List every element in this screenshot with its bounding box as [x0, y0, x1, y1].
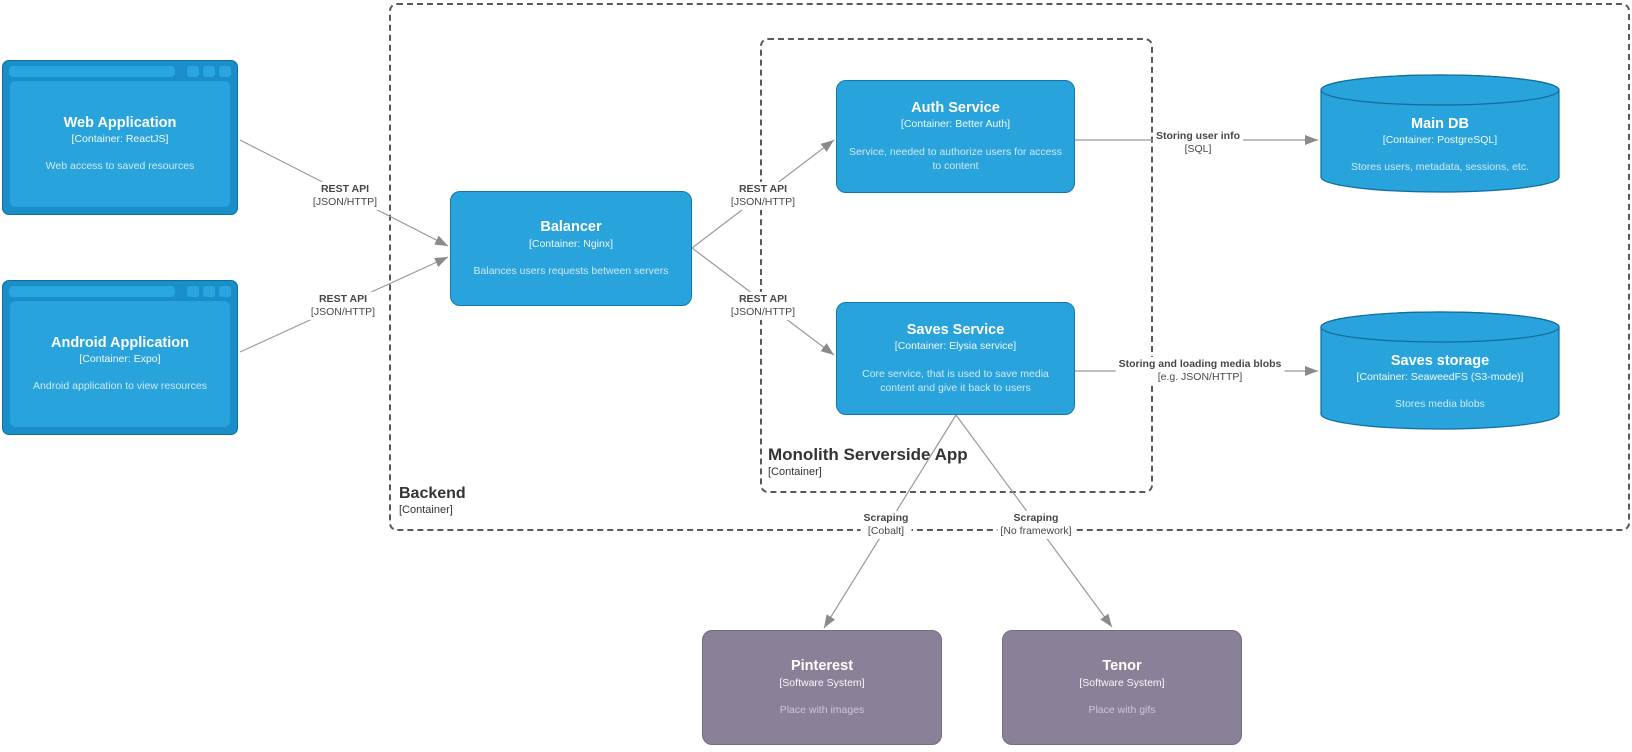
node-tenor[interactable]: Tenor [Software System] Place with gifs	[1002, 630, 1242, 745]
boundary-monolith-label: Monolith Serverside App [Container]	[768, 445, 968, 479]
edge-label-saves-to-tenor: Scraping [No framework]	[997, 510, 1075, 540]
edge-label-text: Scraping	[863, 511, 909, 524]
boundary-backend-subtitle: [Container]	[399, 504, 453, 517]
node-title: Web Application	[63, 114, 177, 131]
node-title: Balancer	[540, 219, 602, 236]
node-description: Place with gifs	[1088, 703, 1156, 716]
node-description: Web access to saved resources	[45, 160, 195, 173]
edge-sublabel-text: [e.g. JSON/HTTP]	[1157, 371, 1243, 383]
node-subtitle: [Container: Nginx]	[528, 237, 614, 250]
edge-sublabel-text: [JSON/HTTP]	[730, 306, 796, 318]
window-button-icon	[187, 65, 199, 77]
node-web-application[interactable]: Web Application [Container: ReactJS] Web…	[2, 60, 238, 215]
node-title: Main DB	[1411, 115, 1469, 132]
node-title: Pinterest	[790, 658, 854, 675]
boundary-monolith-title: Monolith Serverside App	[768, 445, 968, 464]
node-description: Android application to view resources	[33, 380, 207, 393]
edge-label-saves-to-storage: Storing and loading media blobs [e.g. JS…	[1115, 356, 1285, 386]
edge-label-text: REST API	[320, 182, 370, 195]
edge-sublabel-text: [JSON/HTTP]	[312, 196, 378, 208]
edge-label-saves-to-pinterest: Scraping [Cobalt]	[860, 510, 912, 540]
node-pinterest[interactable]: Pinterest [Software System] Place with i…	[702, 630, 942, 745]
cylinder-shape	[1320, 74, 1560, 193]
edge-sublabel-text: [JSON/HTTP]	[310, 306, 376, 318]
browser-addressbar	[9, 65, 175, 77]
window-button-icon	[219, 65, 231, 77]
node-description: Core service, that is used to save media…	[862, 367, 1049, 394]
browser-titlebar	[3, 61, 237, 81]
edge-label-text: Scraping	[1013, 511, 1059, 524]
edge-label-balancer-to-auth: REST API [JSON/HTTP]	[727, 181, 799, 211]
node-description: Balances users requests between servers	[473, 264, 669, 277]
edge-sublabel-text: [No framework]	[1000, 525, 1072, 537]
browser-panel: Android Application [Container: Expo] An…	[10, 301, 230, 427]
node-subtitle: [Container: ReactJS]	[71, 133, 169, 146]
cylinder-shape	[1320, 311, 1560, 430]
node-saves-service[interactable]: Saves Service [Container: Elysia service…	[836, 302, 1075, 415]
node-android-application[interactable]: Android Application [Container: Expo] An…	[2, 280, 238, 435]
edge-label-android-to-balancer: REST API [JSON/HTTP]	[307, 291, 379, 321]
edge-label-text: REST API	[738, 182, 788, 195]
window-button-icon	[219, 285, 231, 297]
node-description: Stores media blobs	[1395, 398, 1485, 411]
window-button-icon	[187, 285, 199, 297]
edge-label-auth-to-maindb: Storing user info [SQL]	[1153, 128, 1243, 158]
edge-sublabel-text: [SQL]	[1184, 143, 1212, 155]
boundary-backend-label: Backend [Container]	[399, 485, 466, 518]
node-subtitle: [Container: Elysia service]	[894, 340, 1017, 353]
node-description: Service, needed to authorize users for a…	[848, 145, 1063, 172]
node-description: Place with images	[779, 703, 865, 716]
node-subtitle: [Container: Better Auth]	[900, 118, 1011, 131]
boundary-monolith-subtitle: [Container]	[768, 465, 822, 478]
edge-sublabel-text: [Cobalt]	[867, 525, 905, 537]
window-button-icon	[203, 285, 215, 297]
edge-label-text: Storing and loading media blobs	[1118, 357, 1282, 370]
node-title: Saves Service	[906, 322, 1005, 339]
node-title: Tenor	[1102, 658, 1142, 675]
browser-addressbar	[9, 285, 175, 297]
edge-label-balancer-to-saves: REST API [JSON/HTTP]	[727, 291, 799, 321]
node-subtitle: [Software System]	[779, 676, 865, 689]
node-description: Stores users, metadata, sessions, etc.	[1351, 161, 1529, 174]
node-subtitle: [Container: Expo]	[79, 353, 161, 366]
node-saves-storage[interactable]: Saves storage [Container: SeaweedFS (S3-…	[1320, 310, 1560, 432]
browser-titlebar	[3, 281, 237, 301]
browser-panel: Web Application [Container: ReactJS] Web…	[10, 81, 230, 207]
node-auth-service[interactable]: Auth Service [Container: Better Auth] Se…	[836, 80, 1075, 193]
node-title: Android Application	[50, 334, 189, 351]
edge-sublabel-text: [JSON/HTTP]	[730, 196, 796, 208]
node-subtitle: [Software System]	[1079, 676, 1165, 689]
node-subtitle: [Container: SeaweedFS (S3-mode)]	[1356, 371, 1524, 384]
node-main-db[interactable]: Main DB [Container: PostgreSQL] Stores u…	[1320, 73, 1560, 195]
node-title: Auth Service	[911, 100, 1000, 117]
edge-label-text: REST API	[738, 292, 788, 305]
node-subtitle: [Container: PostgreSQL]	[1382, 134, 1498, 147]
edge-label-text: REST API	[318, 292, 368, 305]
node-title: Saves storage	[1390, 352, 1490, 369]
edge-label-text: Storing user info	[1156, 129, 1240, 142]
window-button-icon	[203, 65, 215, 77]
node-balancer[interactable]: Balancer [Container: Nginx] Balances use…	[450, 191, 692, 306]
boundary-backend-title: Backend	[399, 485, 466, 502]
edge-label-web-to-balancer: REST API [JSON/HTTP]	[309, 181, 381, 211]
